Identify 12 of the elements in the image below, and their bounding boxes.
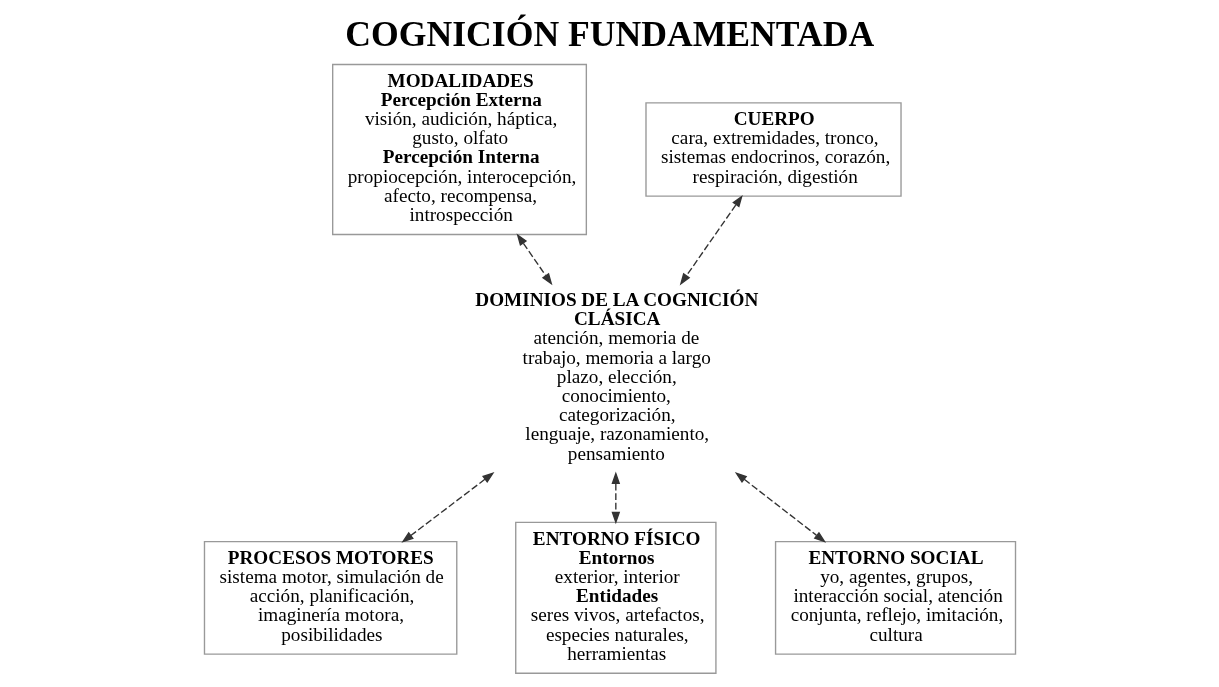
arrow: [400, 472, 494, 543]
node-box: MODALIDADES Percepción Externa visión, audición, háptica, gusto, olfato Percepción Interna propiocepción, interocepción, afecto, recompensa, introspección: [331, 63, 587, 236]
node-box: PROCESOS MOTORES sistema motor, simulación de acción, planificación, imaginería motora, posibilidades: [203, 540, 457, 655]
diagram-title: COGNICIÓN FUNDAMENTADA: [344, 14, 874, 55]
arrow: [516, 233, 552, 286]
node-box: CUERPO cara, extremidades, tronco, sistemas endocrinos, corazón, respiración, digestión: [644, 102, 902, 197]
arrow: [611, 471, 620, 525]
node-text: DOMINIOS DE LA COGNICIÓN CLÁSICA atención, memoria de trabajo, memoria a largo plazo, elección, conocimiento, categorización, lenguaje, razonamiento, pensamiento: [474, 289, 758, 464]
node-box: ENTORNO SOCIAL yo, agentes, grupos, interacción social, atención conjunta, reflejo, imitación, cultura: [774, 540, 1016, 655]
arrow: [734, 472, 826, 543]
node-box: ENTORNO FÍSICO Entornos exterior, interior Entidades seres vivos, artefactos, especies naturales, herramientas: [514, 521, 717, 674]
arrow: [679, 194, 743, 286]
